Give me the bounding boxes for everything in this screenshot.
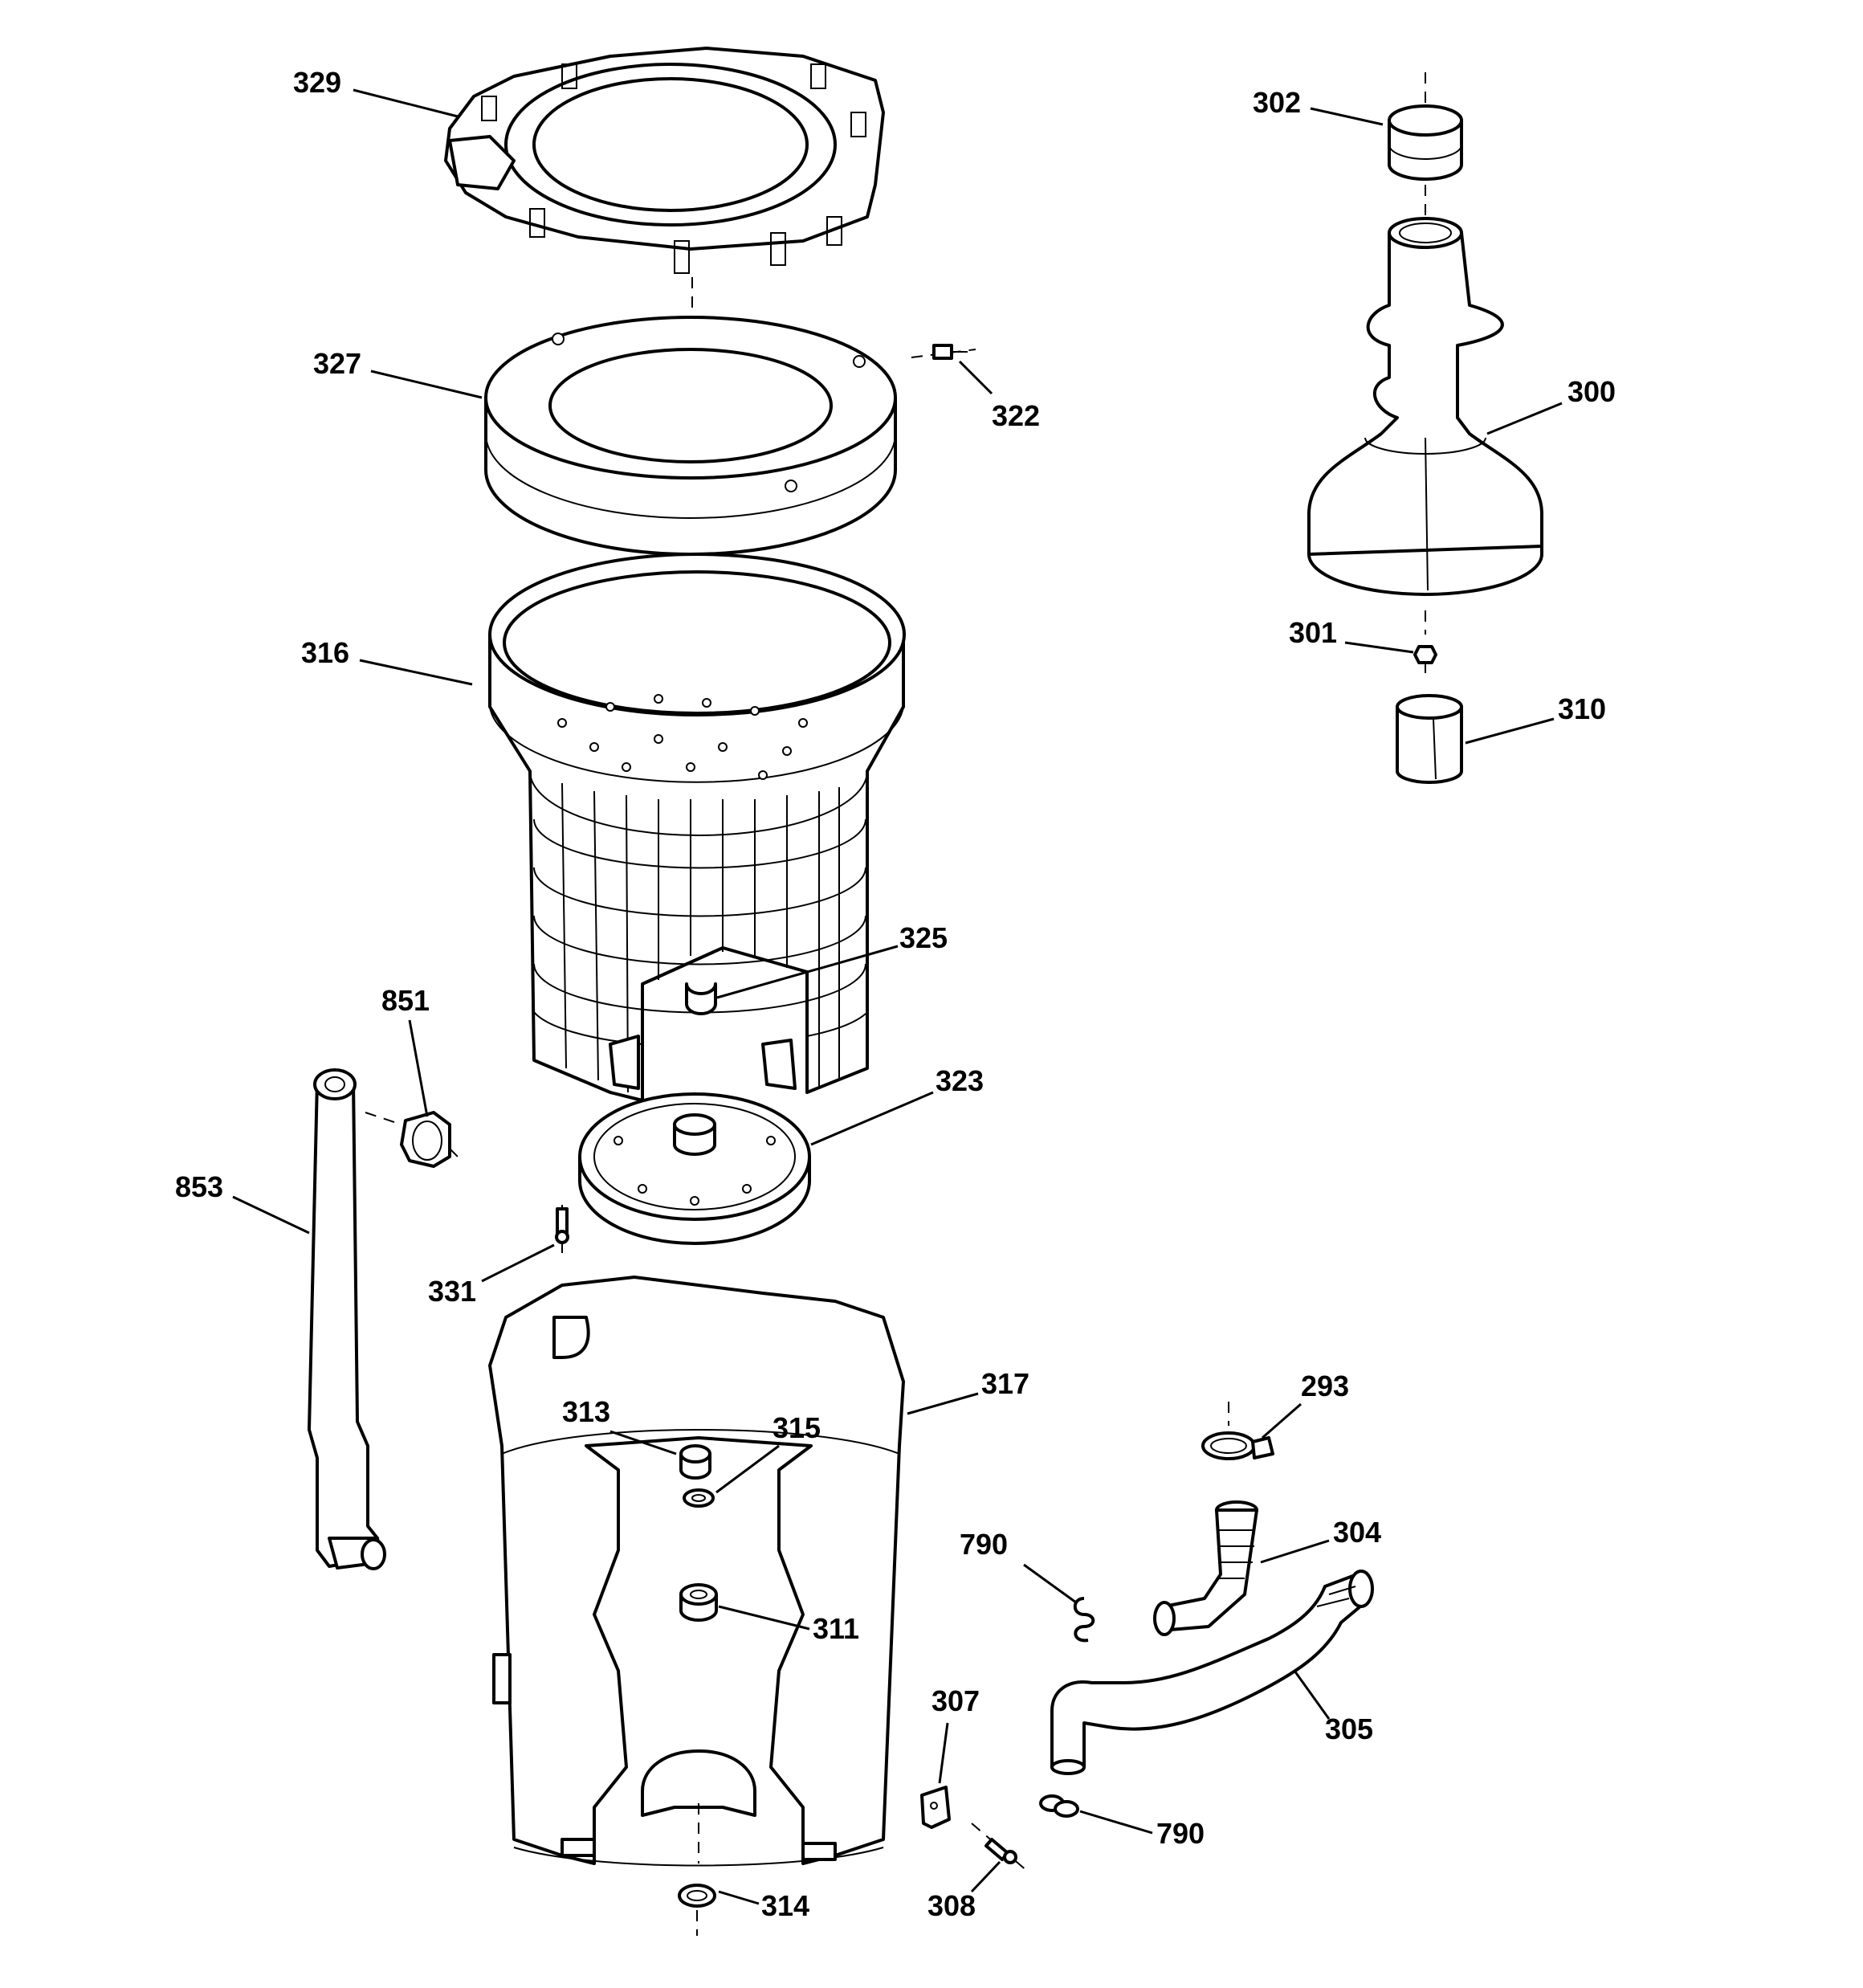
leader-327: [370, 369, 483, 399]
leader-304: [1260, 1539, 1330, 1564]
leader-317: [907, 1392, 979, 1415]
callout-314: 314: [761, 1889, 809, 1922]
callout-315: 315: [773, 1411, 821, 1444]
callout-851: 851: [381, 984, 430, 1017]
part-308-screw: [971, 1823, 1029, 1872]
leader-323: [810, 1091, 934, 1146]
leader-790-upper: [1023, 1563, 1077, 1604]
callout-331: 331: [428, 1275, 476, 1308]
part-331-screw: [555, 1205, 569, 1253]
callout-304: 304: [1333, 1516, 1381, 1549]
part-790-clip-lower: [1039, 1794, 1079, 1818]
callout-317: 317: [981, 1367, 1029, 1400]
callout-790-upper: 790: [960, 1528, 1008, 1561]
leader-310: [1465, 717, 1555, 745]
callout-293: 293: [1301, 1370, 1349, 1402]
leader-331: [481, 1243, 555, 1283]
callout-323: 323: [936, 1064, 984, 1097]
callout-790-lower: 790: [1156, 1817, 1205, 1850]
part-317-outer-tub: [488, 1276, 905, 1867]
part-329-tub-cover: [444, 47, 885, 274]
callout-329: 329: [293, 66, 341, 99]
part-310-drive-block: [1396, 694, 1463, 784]
callout-305: 305: [1325, 1712, 1373, 1745]
part-315-washer: [683, 1488, 715, 1508]
leader-302: [1310, 107, 1384, 126]
callout-310: 310: [1558, 692, 1606, 725]
callout-322: 322: [992, 399, 1040, 432]
leader-307: [938, 1722, 949, 1784]
leader-313: [609, 1430, 677, 1455]
callout-325: 325: [899, 921, 948, 954]
callout-316: 316: [301, 636, 349, 669]
leader-329: [353, 88, 459, 118]
part-300-agitator: [1307, 185, 1543, 635]
callout-853: 853: [175, 1170, 223, 1203]
leader-315: [715, 1444, 780, 1494]
callout-327: 327: [313, 347, 361, 380]
part-853-drain-tube: [308, 1068, 386, 1570]
callout-307: 307: [932, 1684, 980, 1717]
part-305-drain-hose: [1050, 1570, 1374, 1775]
callout-308: 308: [927, 1889, 976, 1922]
callout-300: 300: [1567, 375, 1616, 408]
leader-293: [1262, 1402, 1302, 1439]
leader-851: [408, 1019, 429, 1117]
callout-311: 311: [813, 1612, 859, 1645]
part-304-drain-hose-elbow: [1153, 1500, 1258, 1636]
part-323-hub-plate: [578, 1092, 811, 1245]
leader-308: [970, 1860, 1001, 1893]
callout-302: 302: [1253, 86, 1301, 119]
part-314-seal: [678, 1884, 716, 1936]
part-302-agitator-cap: [1388, 104, 1463, 181]
part-307-bracket: [920, 1786, 951, 1829]
leader-311: [718, 1605, 810, 1631]
callout-313: 313: [562, 1395, 610, 1428]
part-851-cap: [365, 1111, 463, 1168]
part-790-clip-upper: [1073, 1597, 1095, 1643]
leader-300: [1486, 402, 1563, 435]
callout-301: 301: [1289, 616, 1337, 649]
part-327-balance-ring: [484, 316, 897, 556]
leader-853: [232, 1195, 310, 1235]
part-316-wash-basket: [488, 553, 906, 1102]
part-311-nut: [679, 1583, 718, 1622]
part-313-bearing: [679, 1444, 711, 1480]
leader-325: [716, 945, 899, 999]
leader-322: [958, 360, 993, 395]
part-301-screw: [1413, 645, 1437, 673]
part-293-hose-clamp: [1201, 1402, 1274, 1460]
leader-301: [1344, 641, 1414, 654]
leader-314: [718, 1890, 760, 1905]
leader-316: [359, 659, 473, 686]
part-322-screw: [911, 344, 976, 360]
leader-790-lower: [1079, 1810, 1153, 1835]
leader-305: [1293, 1670, 1331, 1720]
